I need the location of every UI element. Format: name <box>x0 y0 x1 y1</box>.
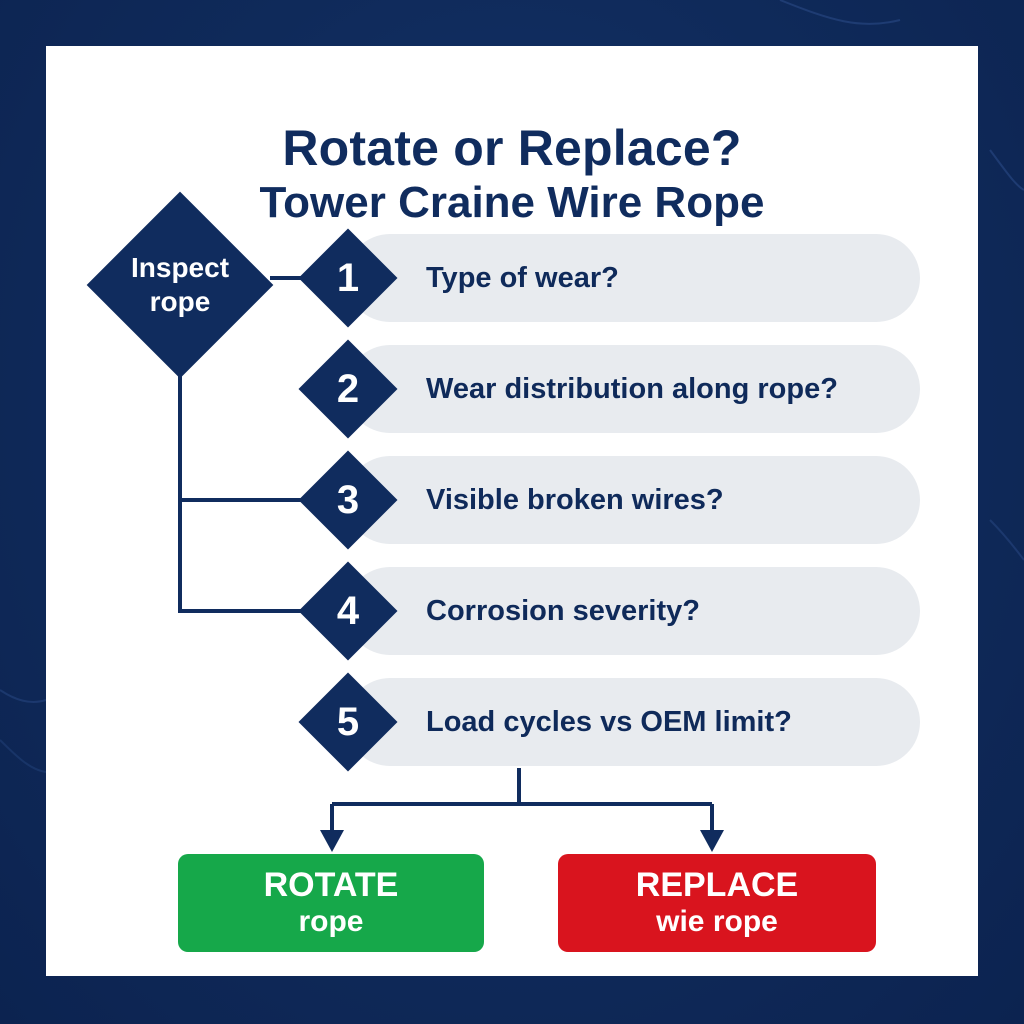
connector-start-to-step-3 <box>178 372 308 502</box>
connector-start-to-step-4 <box>178 500 308 613</box>
step-5-badge: 5 <box>298 672 398 772</box>
step-3-number: 3 <box>336 477 360 522</box>
step-5-pill <box>346 678 920 766</box>
start-node-label: Inspect rope <box>130 252 230 317</box>
step-2-pill <box>346 345 920 433</box>
flowchart-card: Rotate or Replace? Tower Craine Wire Rop… <box>46 46 978 976</box>
outcome-rotate-subtitle: rope <box>298 905 364 938</box>
step-2-badge: 2 <box>298 339 398 439</box>
step-3: 3 Visible broken wires? <box>298 450 920 550</box>
step-1-badge: 1 <box>298 228 398 328</box>
step-3-badge: 3 <box>298 450 398 550</box>
step-3-pill <box>346 456 920 544</box>
arrow-head-replace <box>700 830 724 852</box>
page-subtitle: Tower Craine Wire Rope <box>259 178 765 227</box>
step-3-question: Visible broken wires? <box>426 483 724 516</box>
step-2-number: 2 <box>336 366 360 411</box>
step-5: 5 Load cycles vs OEM limit? <box>298 672 920 772</box>
step-5-question: Load cycles vs OEM limit? <box>426 705 792 738</box>
page-title: Rotate or Replace? <box>282 120 742 176</box>
step-2-question: Wear distribution along rope? <box>426 372 838 405</box>
arrow-head-rotate <box>320 830 344 852</box>
connector-lines <box>178 276 724 852</box>
step-1: 1 Type of wear? <box>298 228 920 328</box>
flow-connectors <box>178 276 714 832</box>
step-4-pill <box>346 567 920 655</box>
step-4-badge: 4 <box>298 561 398 661</box>
outcome-rotate-box: ROTATE rope <box>178 854 484 952</box>
step-4-question: Corrosion severity? <box>426 594 700 627</box>
step-1-pill <box>346 234 920 322</box>
step-5-number: 5 <box>336 699 360 744</box>
step-1-question: Type of wear? <box>426 261 619 294</box>
step-4: 4 Corrosion severity? <box>298 561 920 661</box>
step-4-number: 4 <box>336 588 360 633</box>
outcome-replace-box: REPLACE wie rope <box>558 854 876 952</box>
step-2: 2 Wear distribution along rope? <box>298 339 920 439</box>
outcome-replace-subtitle: wie rope <box>656 905 778 938</box>
step-1-number: 1 <box>336 255 360 300</box>
start-node-inspect: Inspect rope <box>86 191 274 379</box>
outcome-rotate-title: ROTATE <box>263 866 399 904</box>
outcome-replace-title: REPLACE <box>635 866 799 904</box>
